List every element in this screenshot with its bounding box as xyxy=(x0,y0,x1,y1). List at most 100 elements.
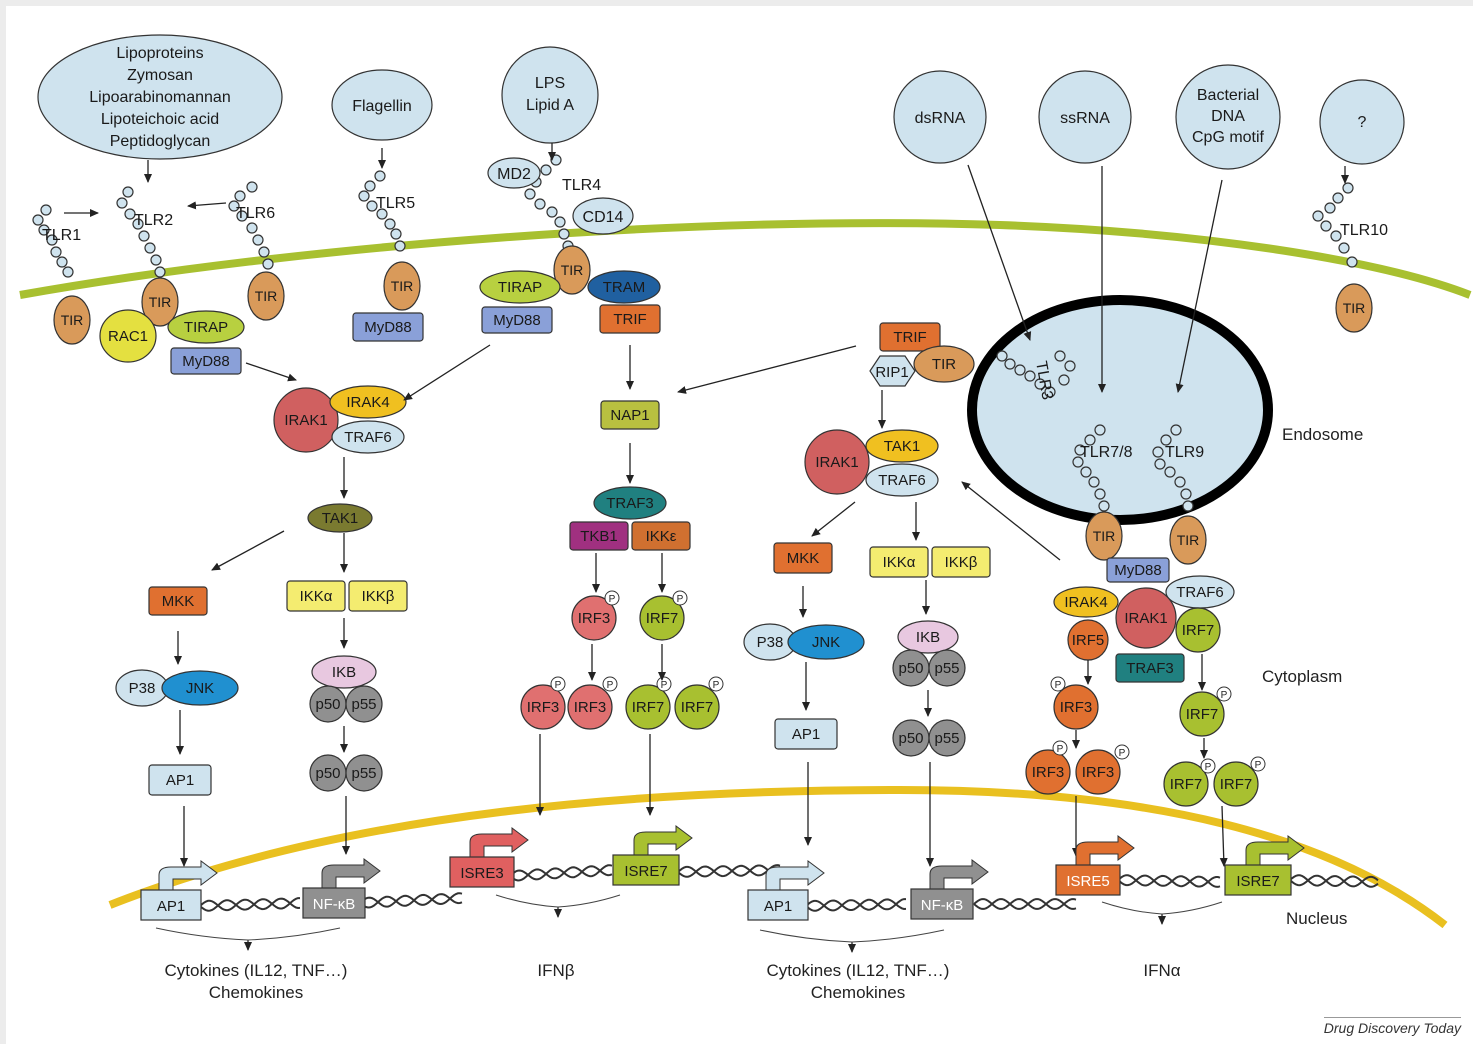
ikke-node-label: IKKε xyxy=(646,528,677,545)
trif-node-2-shape xyxy=(879,322,941,352)
irf3-node-2-shape xyxy=(520,684,566,730)
promoter-nfkb-1-arrow-icon xyxy=(321,858,381,889)
ligand-unknown xyxy=(1319,79,1405,165)
promoter-ap1-1-arrow-icon xyxy=(158,860,218,891)
rac1-node-shape xyxy=(99,309,157,363)
irak1-node-1-label: IRAK1 xyxy=(284,412,327,429)
signal-arrow xyxy=(961,481,1061,561)
tir-tlr78-label: TIR xyxy=(1093,528,1116,544)
p55-node-3-label: p55 xyxy=(934,660,959,677)
traf6-node-1: TRAF6 xyxy=(331,420,405,454)
svg-text:Lipoproteins: Lipoproteins xyxy=(116,45,203,62)
receptor-bead xyxy=(144,242,156,254)
receptor-bead xyxy=(1044,386,1056,398)
dna-strand-b xyxy=(359,893,463,908)
tram-node: TRAM xyxy=(587,270,661,304)
irak1-node-1: IRAK1 xyxy=(273,387,339,453)
receptor-bead xyxy=(1080,466,1092,478)
myd88-node-1-label: MyD88 xyxy=(182,353,230,370)
output-chemokines-2: Chemokines xyxy=(811,983,906,1002)
promoter-isre7-1-arrow-icon xyxy=(633,825,693,856)
irak4-node-2: IRAK4 xyxy=(1053,586,1119,618)
ikka-node-1-shape xyxy=(286,580,346,612)
irf7-node-2: IRF7 xyxy=(625,684,671,730)
promoter-nfkb-1-label: NF-κB xyxy=(313,896,356,913)
mkk-node-1: MKK xyxy=(148,586,208,616)
irf3-node-6: IRF3 xyxy=(1075,749,1121,795)
tir-tlr9: TIR xyxy=(1169,515,1207,565)
receptor-tlr5-label: TLR5 xyxy=(376,195,415,212)
ligand-bacterial-dna xyxy=(1175,64,1281,170)
promoter-isre7-2: ISRE7 xyxy=(1224,835,1305,896)
traf6-node-2-shape xyxy=(865,463,939,497)
phospho-circle xyxy=(1114,744,1130,760)
traf6-node-1-label: TRAF6 xyxy=(344,429,392,446)
traf3-node-2-shape xyxy=(1115,653,1185,683)
receptor-bead xyxy=(1064,360,1076,372)
receptor-tlr2-label: TLR2 xyxy=(134,212,173,229)
svg-text:Bacterial: Bacterial xyxy=(1197,87,1259,104)
traf6-node-2-label: TRAF6 xyxy=(878,472,926,489)
receptor-tlr3-label: TLR3 xyxy=(1032,360,1056,402)
irf7-node-5-phospho: P xyxy=(1216,686,1232,702)
receptor-bead xyxy=(374,170,386,182)
promoter-ap1-1-label: AP1 xyxy=(157,898,185,915)
signaling-nodes: RAC1TIRAPMyD88MyD88IRAK1IRAK4TRAF6TAK1MK… xyxy=(99,270,1266,807)
p38-node-1: P38 xyxy=(115,669,169,707)
tir-tlr6-label: TIR xyxy=(255,288,278,304)
rac1-node-label: RAC1 xyxy=(108,328,148,345)
promoter-isre3-arrow-icon xyxy=(469,827,529,858)
irak1-node-2-label: IRAK1 xyxy=(815,454,858,471)
ikka-node-2-label: IKKα xyxy=(883,554,916,571)
ikka-node-2-shape xyxy=(869,546,929,578)
tkb1-node-shape xyxy=(569,521,629,551)
jnk-node-1-shape xyxy=(161,670,239,706)
promoter-nfkb-2-box xyxy=(910,888,974,920)
tkb1-node-label: TKB1 xyxy=(580,528,618,545)
irf7-node-2-phospho: P xyxy=(656,676,672,692)
myd88-node-3: MyD88 xyxy=(481,306,553,334)
dna-segment-8 xyxy=(1289,874,1379,888)
receptor-bead xyxy=(246,181,258,193)
promoter-isre7-2-label: ISRE7 xyxy=(1236,873,1279,890)
promoter-ap1-2-box xyxy=(747,889,809,921)
tir-tlr4-label: TIR xyxy=(561,262,584,278)
dna-strand-b xyxy=(805,898,907,912)
irf3-node-6-label: IRF3 xyxy=(1082,764,1115,781)
myd88-node-1-shape xyxy=(170,347,242,375)
dna-strand-a xyxy=(973,898,1077,910)
cytoplasm-label: Cytoplasm xyxy=(1262,667,1342,686)
irf3-node-5-label: IRF3 xyxy=(1032,764,1065,781)
phospho-label: P xyxy=(1055,680,1062,691)
promoter-isre5: ISRE5 xyxy=(1055,835,1135,896)
receptor-bead xyxy=(1072,456,1084,468)
receptor-bead xyxy=(364,180,376,192)
ligand-peptidoglycan: Peptidoglycan xyxy=(110,133,211,150)
tirap-node-2-shape xyxy=(479,270,561,304)
phospho-circle xyxy=(1052,740,1068,756)
p55-node-1-label: p55 xyxy=(351,696,376,713)
receptor-bead xyxy=(1342,182,1354,194)
receptor-bead xyxy=(1084,434,1096,446)
tir-tlr1-shape xyxy=(53,295,91,345)
tak1-node-1: TAK1 xyxy=(307,503,373,533)
receptor-bead xyxy=(32,214,44,226)
traf3-node-1: TRAF3 xyxy=(593,486,667,520)
phospho-circle xyxy=(550,676,566,692)
irak4-node-2-shape xyxy=(1053,586,1119,618)
ikka-node-1: IKKα xyxy=(286,580,346,612)
tir-tlr1-label: TIR xyxy=(61,312,84,328)
dna-segment-7 xyxy=(1117,874,1221,888)
ap1-node-2-label: AP1 xyxy=(792,726,820,743)
ap1-node-2-shape xyxy=(774,718,838,750)
receptor-bead xyxy=(132,218,144,230)
irf7-node-2-label: IRF7 xyxy=(632,699,665,716)
receptor-bead xyxy=(394,240,406,252)
promoter-ap1-1-box xyxy=(140,889,202,921)
receptor-bead xyxy=(524,188,536,200)
jnk-node-1: JNK xyxy=(161,670,239,706)
dna-strand-b xyxy=(973,898,1077,910)
p55-node-1-shape xyxy=(345,685,383,723)
